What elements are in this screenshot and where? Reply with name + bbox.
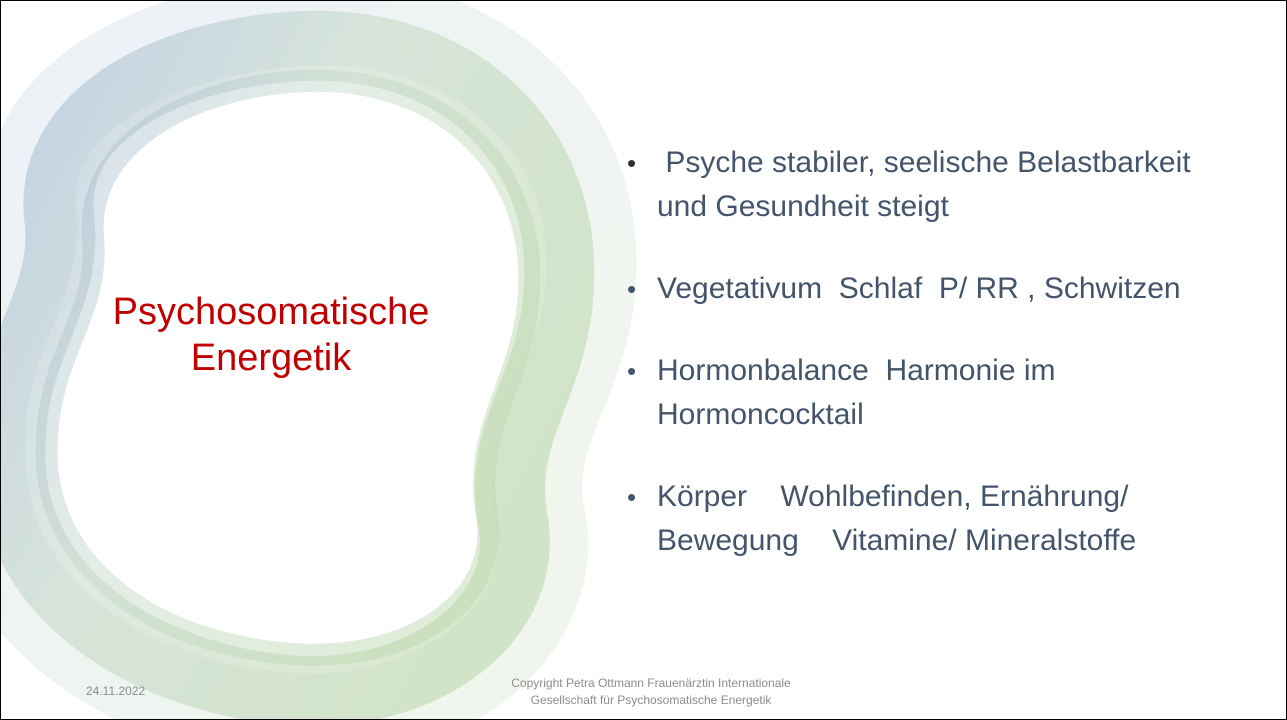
bullet-dot: •: [627, 148, 637, 178]
bullet-text-line: Hormonbalance Harmonie im: [657, 354, 1056, 387]
slide-title: Psychosomatische Energetik: [51, 289, 491, 381]
slide-title-line-1: Psychosomatische: [112, 291, 430, 333]
slide-title-line-2: Energetik: [190, 337, 352, 379]
swirl-ring: [1, 10, 595, 719]
bullet-dot: •: [627, 274, 637, 304]
footer-date: 24.11.2022: [86, 684, 146, 698]
bullet-item: • Psyche stabiler, seelische Belastbarke…: [623, 141, 1263, 229]
bullet-item: • Körper Wohlbefinden, Ernährung/ Bewegu…: [623, 475, 1263, 563]
footer-copyright: Copyright Petra Ottmann Frauenärztin Int…: [421, 675, 881, 709]
footer-copyright-line-2: Gesellschaft für Psychosomatische Energe…: [530, 693, 772, 707]
bullet-text-line: Körper Wohlbefinden, Ernährung/: [657, 480, 1129, 513]
bullet-item: • Hormonbalance Harmonie im Hormoncockta…: [623, 349, 1263, 437]
bullet-list: • Psyche stabiler, seelische Belastbarke…: [623, 141, 1263, 601]
bullet-text-line: und Gesundheit steigt: [657, 190, 949, 223]
bullet-text-line: Vegetativum Schlaf P/ RR , Schwitzen: [657, 272, 1181, 305]
bullet-item: • Vegetativum Schlaf P/ RR , Schwitzen: [623, 267, 1263, 311]
bullet-dot: •: [627, 356, 637, 386]
bullet-text-line: Hormoncocktail: [657, 398, 864, 431]
bullet-text-line: Bewegung Vitamine/ Mineralstoffe: [657, 524, 1137, 557]
footer-copyright-line-1: Copyright Petra Ottmann Frauenärztin Int…: [511, 676, 791, 690]
swirl-inner-ring: [35, 69, 541, 666]
bullet-dot: •: [627, 482, 637, 512]
bullet-text-line: Psyche stabiler, seelische Belastbarkeit: [657, 146, 1191, 179]
